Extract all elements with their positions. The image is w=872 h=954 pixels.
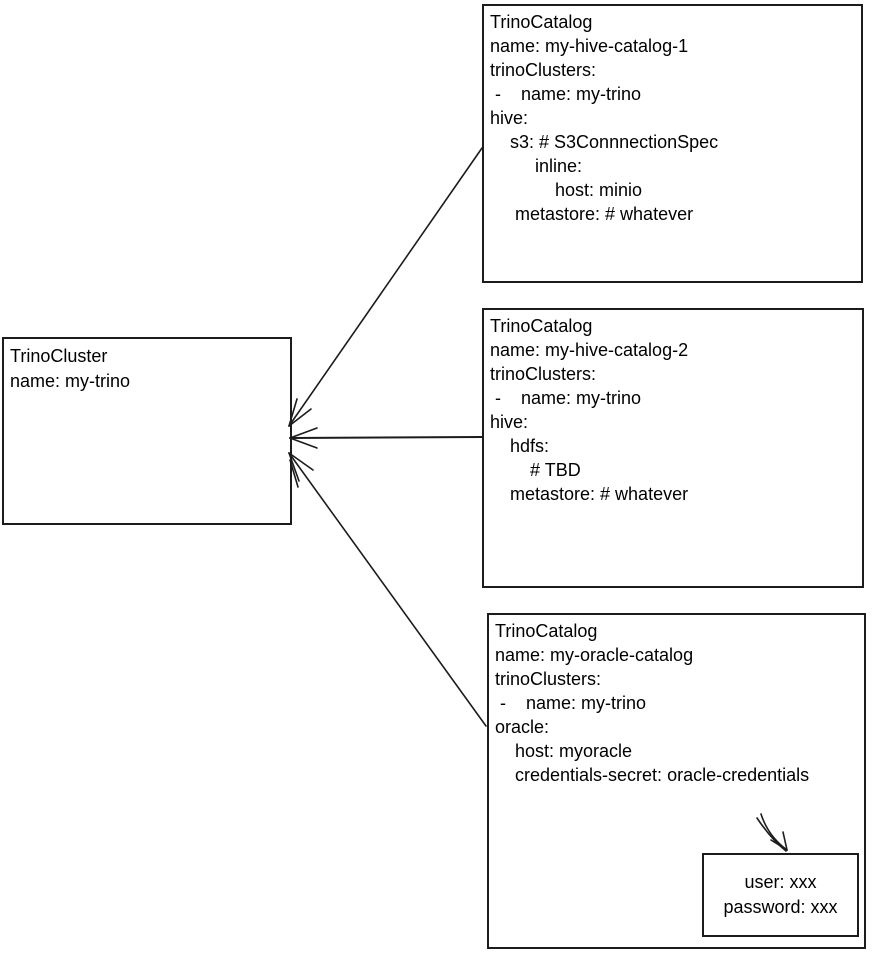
- trino-catalog-2-box: TrinoCatalog name: my-hive-catalog-2 tri…: [482, 308, 864, 588]
- arrowhead-barb-icon: [288, 452, 314, 471]
- trino-catalog-3-box: TrinoCatalog name: my-oracle-catalog tri…: [487, 613, 866, 949]
- edge-catalog2-to-cluster: [289, 436, 483, 439]
- trino-cluster-text: TrinoCluster name: my-trino: [10, 346, 131, 391]
- edge-catalog1-to-cluster: [288, 147, 483, 427]
- trino-catalog-1-text: TrinoCatalog name: my-hive-catalog-1 tri…: [490, 12, 719, 224]
- oracle-secret-text: user: xxx password: xxx: [723, 872, 838, 917]
- trino-catalog-2-text: TrinoCatalog name: my-hive-catalog-2 tri…: [490, 316, 689, 504]
- arrowhead-barb-icon: [289, 427, 318, 439]
- arrowhead-barb-icon: [288, 408, 312, 427]
- trino-catalog-3-text: TrinoCatalog name: my-oracle-catalog tri…: [495, 621, 810, 785]
- trino-cluster-box: TrinoCluster name: my-trino: [2, 337, 292, 525]
- trino-catalog-1-box: TrinoCatalog name: my-hive-catalog-1 tri…: [482, 4, 863, 283]
- edge-catalog3-to-cluster: [288, 452, 487, 727]
- oracle-secret-box: user: xxx password: xxx: [702, 853, 859, 937]
- arrowhead-barb-icon: [289, 437, 318, 449]
